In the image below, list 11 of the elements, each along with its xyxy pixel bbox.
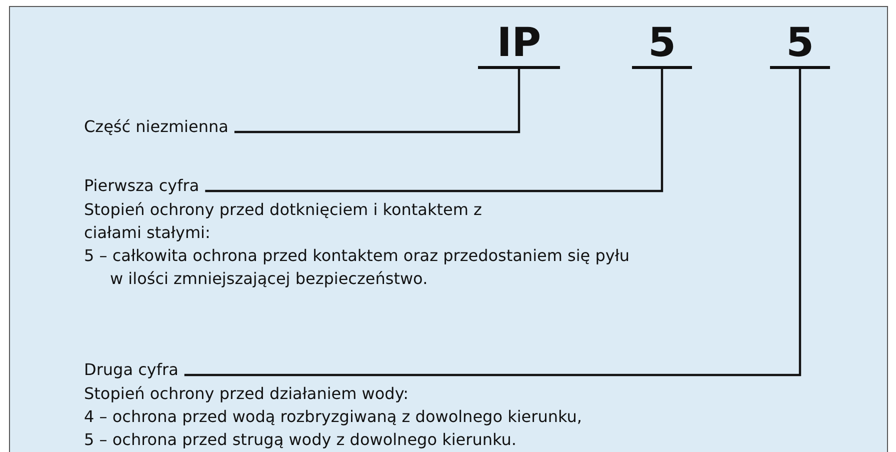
leader-line bbox=[184, 69, 802, 376]
leader-label: Część niezmienna bbox=[84, 117, 228, 137]
leader-label: Druga cyfra bbox=[84, 360, 178, 380]
leader-line bbox=[205, 69, 664, 192]
leader-label: Pierwsza cyfra bbox=[84, 176, 200, 196]
description-text: Stopień ochrony przed działaniem wody: bbox=[84, 383, 410, 405]
leader-line bbox=[234, 69, 520, 134]
description-item: 4 – ochrona przed wodą rozbryzgiwaną z dowolnego kierunku, bbox=[84, 406, 583, 428]
description-text: Stopień ochrony przed dotknięciem i kontaktem z ciałami stałymi: bbox=[84, 199, 483, 244]
description-item: 5 – całkowita ochrona przed kontaktem oraz przedostaniem się pyłu w ilości zmniejszającej bezpieczeństwo. bbox=[84, 245, 631, 290]
description-item: 5 – ochrona przed strugą wody z dowolnego kierunku. bbox=[84, 429, 518, 451]
